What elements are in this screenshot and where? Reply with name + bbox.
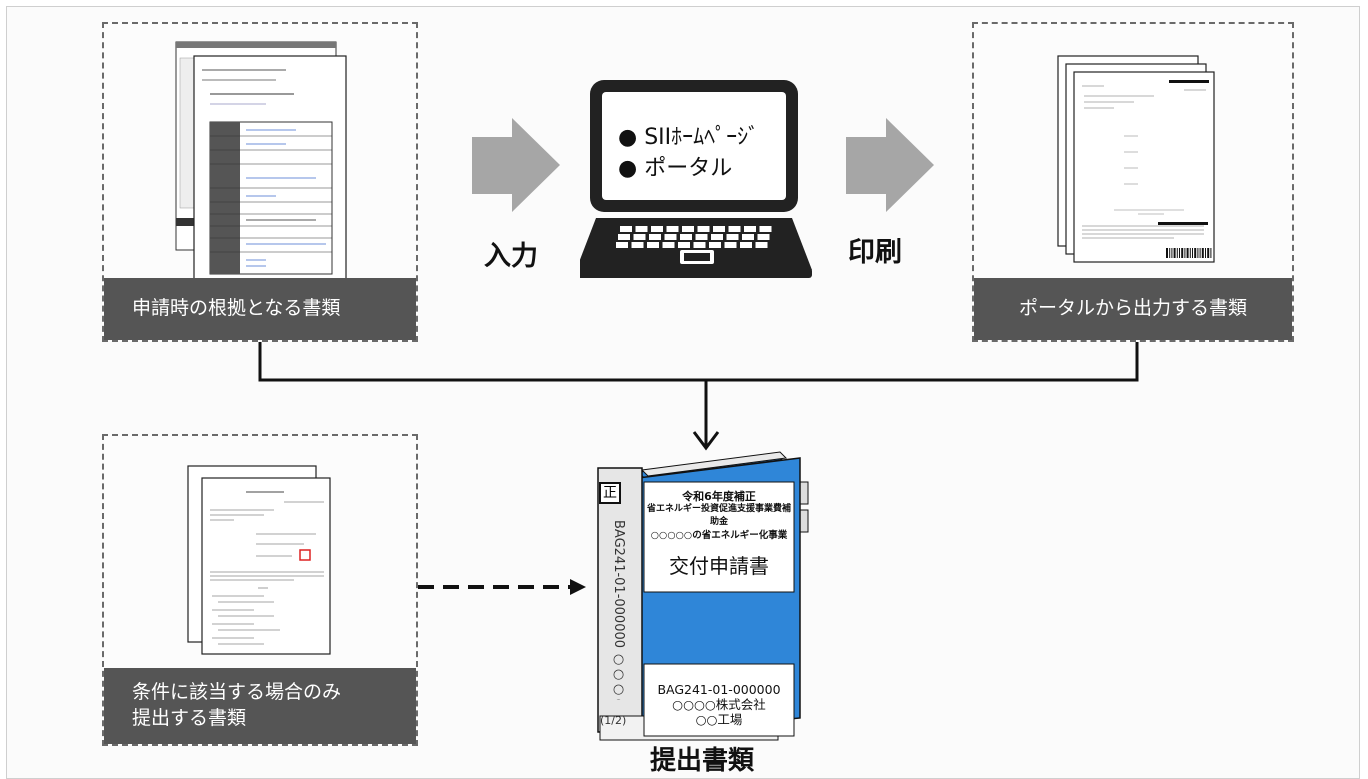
application-basis-label: 申請時の根拠となる書類 [104,278,416,340]
keyboard-key [709,242,721,248]
barcode-bar [1186,248,1189,258]
keyboard-key [649,234,661,240]
conditional-docs-box: 条件に該当する場合のみ 提出する書類 [102,434,418,746]
binder-icon [597,451,809,741]
keyboard-key [618,234,630,240]
keyboard-key [662,242,675,248]
form-document-thumbnail [175,41,347,285]
cover-bottom-line3: ○○工場 [695,712,743,727]
binder-cover-title: 交付申請書 [669,554,769,578]
barcode-bar [1169,248,1171,258]
barcode-bar [1194,248,1197,258]
keyboard-key [713,226,725,232]
keyboard-key [635,226,648,232]
barcode-bar [1205,248,1206,258]
barcode-bar [1176,248,1178,258]
merge-line [258,340,1139,382]
keyboard-key [697,226,710,232]
conditional-label-line2: 提出する書類 [132,707,247,729]
keyboard-key [664,234,677,240]
conditional-document-thumbnail [187,465,331,655]
barcode-bar [1173,248,1176,258]
input-arrow-icon [472,118,560,212]
cover-bottom-line1: BAG241-01-000000 [657,682,781,697]
barcode-bar [1197,248,1199,258]
binder-spine-text: BAG241-01-000000 ○○○○株式会社 ○○工場 [611,520,626,700]
barcode-bar [1189,248,1191,258]
barcode-bar [1210,248,1212,258]
portal-output-label: ポータルから出力する書類 [974,278,1292,340]
keyboard-key [693,242,706,248]
binder-cover-bottom: BAG241-01-000000 ○○○○株式会社 ○○工場 [646,682,792,727]
keyboard-key [726,234,739,240]
keyboard-key [755,242,768,248]
print-arrow-icon [846,118,934,212]
down-arrow-head [692,431,720,451]
laptop-icon [580,80,812,278]
keyboard-key [711,234,723,240]
barcode-bar [1184,248,1186,258]
laptop-screen-text: ● SIIﾎｰﾑﾍﾟｰｼﾞ ● ポータル [618,122,759,184]
cover-top-line2: 省エネルギー投資促進支援事業費補助金 [646,504,791,527]
application-basis-box: 申請時の根拠となる書類 [102,22,418,342]
keyboard-key [631,242,644,248]
keyboard-key [695,234,708,240]
keyboard-key [620,226,632,232]
keyboard-key [666,226,679,232]
barcode-bar [1179,248,1180,258]
conditional-docs-label: 条件に該当する場合のみ 提出する書類 [104,668,416,744]
cover-bottom-line2: ○○○○株式会社 [672,697,766,712]
conditional-label-line1: 条件に該当する場合のみ [132,681,342,704]
keyboard-key [680,234,692,240]
portal-output-box: ポータルから出力する書類 [972,22,1294,342]
keyboard-key [759,226,772,232]
barcode-bar [1181,248,1184,258]
barcode-icon [1166,248,1212,258]
keyboard-key [616,242,628,248]
barcode-bar [1207,248,1210,258]
barcode-bar [1192,248,1193,258]
keyboard-key [724,242,737,248]
cover-top-line3: ○○○○○の省エネルギー化事業 [650,530,788,541]
keyboard-key [757,234,770,240]
red-seal-icon [299,549,311,561]
screen-line-portal: ● ポータル [618,156,733,181]
keyboard-key [742,234,754,240]
binder-seal: 正 [599,482,621,504]
keyboard-key [678,242,690,248]
cover-top-line1: 令和6年度補正 [682,490,756,503]
keyboard-key [728,226,741,232]
keyboard-key [682,226,694,232]
binder-spine-volume: (1/2) [600,714,627,727]
keyboard-key [744,226,756,232]
binder-cover-top: 令和6年度補正 省エネルギー投資促進支援事業費補助金 ○○○○○の省エネルギー化… [646,490,792,542]
barcode-bar [1171,248,1173,258]
keyboard-key [647,242,659,248]
keyboard-key [740,242,752,248]
input-label: 入力 [484,241,538,272]
dashed-arrow-head [570,579,586,595]
keyboard-keys [616,226,772,248]
print-label: 印刷 [848,237,902,268]
barcode-bar [1201,248,1204,258]
keyboard-key [633,234,646,240]
screen-line-sii: ● SIIﾎｰﾑﾍﾟｰｼﾞ [618,125,760,150]
barcode-bar [1199,248,1201,258]
submission-docs-caption: 提出書類 [650,746,755,776]
barcode-bar [1166,248,1168,258]
keyboard-key [651,226,663,232]
printed-documents-thumbnail [1057,55,1215,263]
